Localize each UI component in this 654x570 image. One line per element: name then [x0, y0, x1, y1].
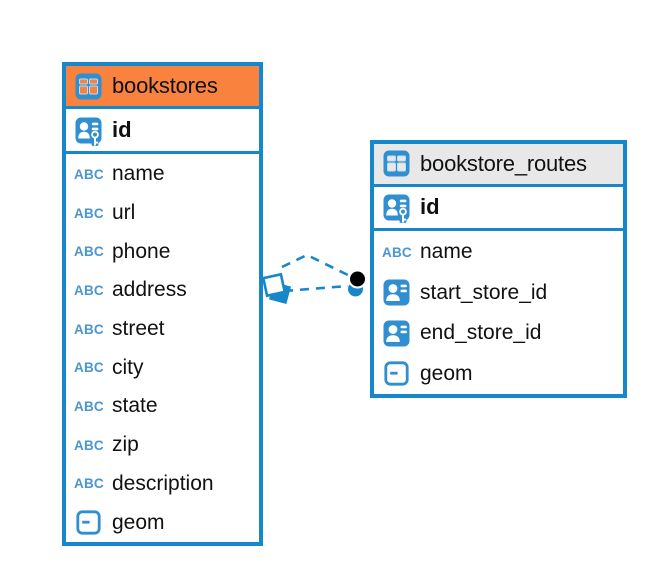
primary-key-icon	[382, 194, 411, 224]
column-row[interactable]: ABC url	[66, 193, 259, 233]
column-row[interactable]: ABC description	[66, 464, 259, 504]
column-name: url	[112, 201, 136, 225]
text-type-icon: ABC	[74, 205, 104, 221]
column-name: state	[112, 394, 158, 418]
column-name: phone	[112, 239, 171, 263]
table-card-bookstores[interactable]: bookstores id ABC	[62, 62, 263, 546]
table-header[interactable]: bookstore_routes	[374, 144, 623, 187]
column-name: name	[420, 240, 473, 264]
table-title: bookstore_routes	[420, 150, 587, 176]
text-type-icon: ABC	[382, 244, 412, 260]
column-row[interactable]: geom	[66, 503, 259, 542]
column-row[interactable]: ABC name	[374, 232, 623, 273]
text-type-icon: ABC	[74, 244, 104, 260]
column-row[interactable]: ABC street	[66, 309, 259, 349]
relationship-line	[283, 284, 349, 293]
column-name: id	[420, 194, 440, 220]
column-list: ABC name ABC url ABC phone ABC address A…	[66, 154, 259, 542]
text-type-icon: ABC	[74, 282, 104, 298]
column-name: end_store_id	[420, 321, 542, 345]
geometry-type-icon	[382, 361, 411, 386]
text-type-icon: ABC	[74, 360, 104, 376]
reference-type-icon	[382, 279, 411, 306]
column-row[interactable]: ABC state	[66, 387, 259, 426]
relationship-line	[281, 253, 353, 279]
column-row[interactable]: start_store_id	[374, 272, 623, 313]
text-type-icon: ABC	[74, 321, 104, 337]
table-card-bookstore-routes[interactable]: bookstore_routes id ABC	[370, 140, 627, 398]
column-name: description	[112, 471, 214, 495]
text-type-icon: ABC	[74, 476, 104, 492]
relationship-dot-marker	[348, 269, 367, 289]
text-type-icon: ABC	[74, 166, 104, 182]
primary-key-icon	[74, 117, 103, 146]
column-row[interactable]: ABC address	[66, 271, 259, 310]
column-row[interactable]: ABC name	[66, 155, 259, 194]
column-row[interactable]: ABC city	[66, 348, 259, 388]
column-list: ABC name start_store_id	[374, 231, 623, 394]
column-name: name	[112, 162, 165, 186]
table-title: bookstores	[112, 73, 218, 98]
table-icon	[382, 150, 411, 177]
relationship-dot-marker	[348, 281, 363, 297]
text-type-icon: ABC	[74, 398, 104, 414]
column-name: city	[112, 355, 144, 379]
column-row[interactable]: geom	[374, 353, 623, 394]
column-row[interactable]: ABC zip	[66, 425, 259, 465]
relationship-diamond-marker	[261, 272, 287, 298]
column-name: id	[112, 117, 132, 142]
column-name: start_store_id	[420, 280, 548, 304]
table-header[interactable]: bookstores	[66, 66, 259, 109]
column-name: zip	[112, 433, 139, 457]
column-row[interactable]: end_store_id	[374, 313, 623, 354]
geometry-type-icon	[74, 510, 103, 535]
relationship-diamond-marker	[268, 281, 292, 305]
column-row[interactable]: ABC phone	[66, 232, 259, 272]
text-type-icon: ABC	[74, 437, 104, 453]
reference-type-icon	[382, 320, 411, 347]
column-name: street	[112, 317, 165, 341]
column-name: address	[112, 278, 187, 302]
primary-key-row[interactable]: id	[66, 109, 259, 154]
column-name: geom	[420, 361, 473, 385]
table-icon	[74, 73, 103, 100]
primary-key-row[interactable]: id	[374, 186, 623, 231]
column-name: geom	[112, 510, 165, 534]
